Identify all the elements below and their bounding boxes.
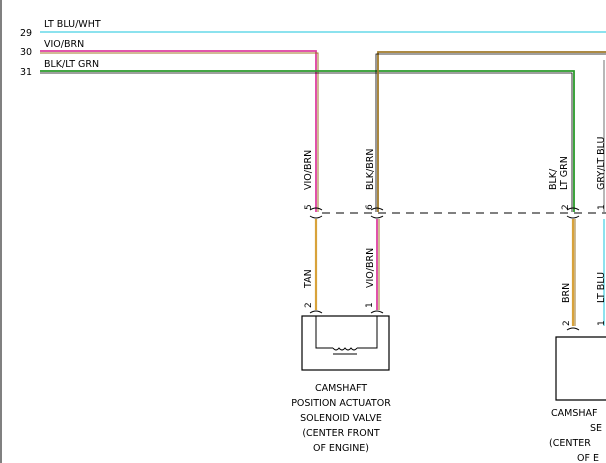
wire-30-vio-brn-stripe — [40, 52, 319, 212]
wire-30-vio-brn — [40, 50, 317, 212]
label-brn-low: BRN — [561, 283, 572, 303]
connector-pin-5: 5 — [304, 204, 323, 219]
label-blk-brn-top: BLK/BRN — [365, 149, 376, 190]
wire-blk-brn-stripe — [375, 53, 606, 212]
actuator-caption-1: CAMSHAFT — [315, 383, 367, 394]
label-gry-lt-blu-top: GRY/LT BLU — [596, 136, 606, 190]
circuit-30-label: VIO/BRN — [44, 39, 84, 50]
label-lt-blu-low: LT BLU — [596, 272, 606, 303]
sensor-box — [555, 336, 606, 401]
actuator-box — [301, 315, 390, 371]
circuit-31-number: 31 — [20, 67, 32, 78]
wire-31-blk-lt-grn — [40, 70, 575, 212]
label-tan: TAN — [303, 269, 314, 289]
wire-31-blk-lt-grn-stripe — [40, 72, 573, 212]
sensor-pin-1-label: 1 — [597, 320, 606, 326]
circuit-31-label: BLK/LT GRN — [44, 59, 99, 70]
label-lt-grn-top: LT GRN — [559, 156, 570, 190]
connector-pin-1-sensor: 1 — [597, 204, 606, 210]
pin-5-label: 5 — [304, 204, 314, 210]
label-vio-brn-low: VIO/BRN — [365, 248, 376, 288]
actuator-caption-2: POSITION ACTUATOR — [291, 398, 391, 409]
circuit-29-label: LT BLU/WHT — [44, 19, 101, 30]
pin-1-label: 1 — [597, 204, 606, 210]
sensor-pin-2: 2 — [562, 320, 580, 331]
solenoid-coil-icon — [315, 316, 378, 351]
connector-pin-6: 6 — [365, 204, 384, 219]
sensor-caption-1: CAMSHAF — [551, 408, 597, 419]
actuator-pin-1-label: 1 — [365, 302, 375, 308]
wire-blk-brn — [377, 51, 606, 212]
actuator-pin-1: 1 — [365, 302, 384, 314]
sensor-pin-1: 1 — [597, 320, 606, 326]
sensor-caption-2: SE — [590, 423, 602, 434]
connector-pin-2-sensor: 2 — [561, 204, 580, 219]
label-blk-top: BLK/ — [548, 168, 559, 190]
actuator-caption-3: SOLENOID VALVE — [300, 413, 382, 424]
actuator-caption-4: (CENTER FRONT — [302, 428, 380, 439]
sensor-pin-2-label: 2 — [562, 320, 572, 326]
pin-2-label: 2 — [561, 204, 571, 210]
pin-6-label: 6 — [365, 204, 375, 210]
circuit-29-number: 29 — [20, 28, 32, 39]
actuator-pin-2: 2 — [304, 302, 323, 314]
sensor-caption-4: OF E — [577, 453, 599, 463]
sensor-caption-3: (CENTER — [549, 438, 591, 449]
label-vio-brn-top: VIO/BRN — [303, 150, 314, 190]
circuit-30-number: 30 — [20, 47, 32, 58]
actuator-pin-2-label: 2 — [304, 302, 314, 308]
actuator-caption-5: OF ENGINE) — [313, 443, 369, 454]
